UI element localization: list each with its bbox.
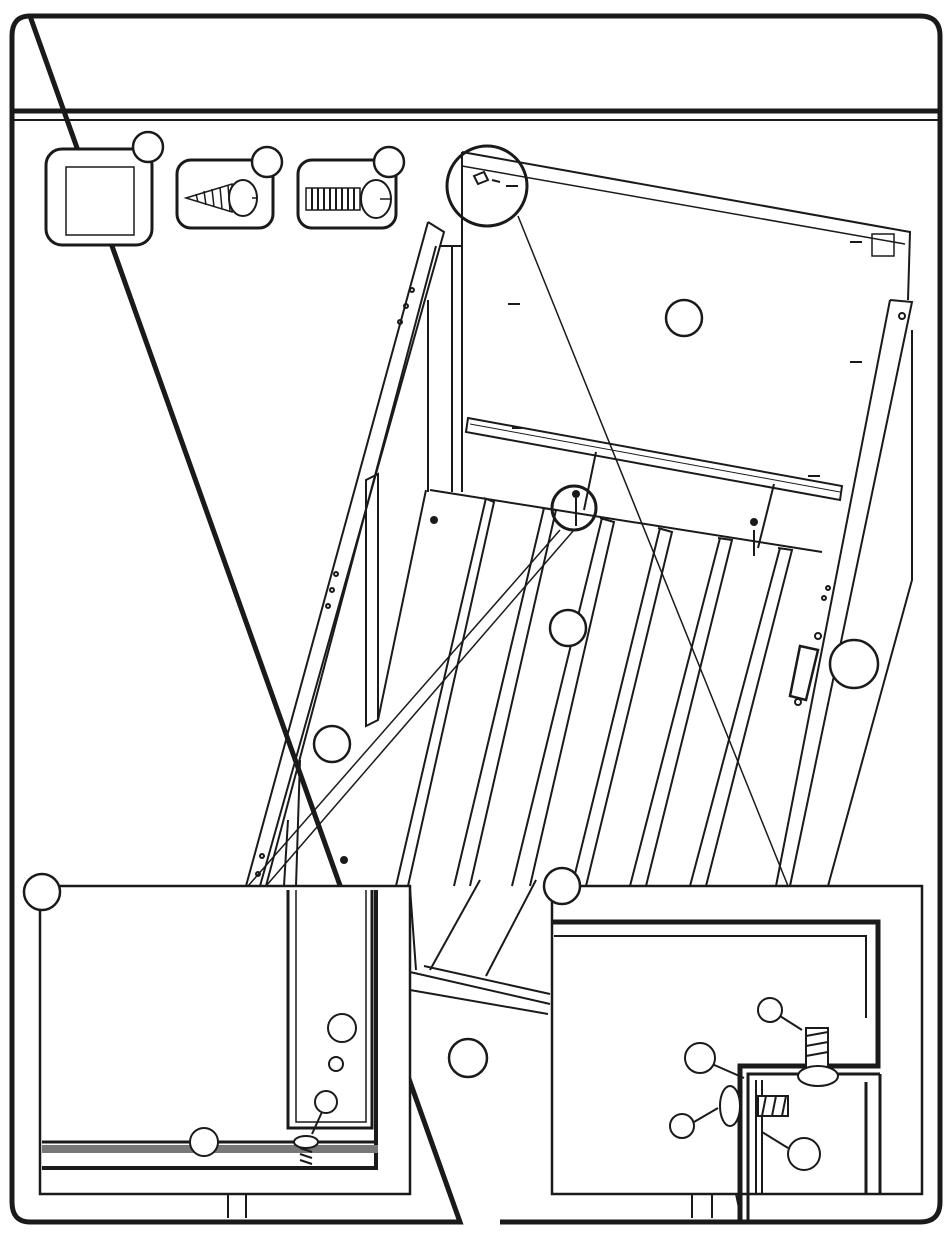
detail-leaders <box>248 146 788 886</box>
tapping-screw-part <box>177 147 282 228</box>
back-panel <box>462 152 910 500</box>
panel-part <box>46 132 163 245</box>
detail-b-panel-badge <box>685 1043 715 1073</box>
part-number-badge <box>252 147 282 177</box>
detail-b-screw-top-badge <box>758 998 782 1022</box>
right-side-badge <box>830 640 878 688</box>
part-number-badge <box>133 132 163 162</box>
part-number-badge <box>374 147 404 177</box>
parts-legend <box>46 132 404 245</box>
floor-panel-badge <box>550 610 586 646</box>
detail-a-badge <box>24 874 60 910</box>
front-panel-badge <box>449 1039 487 1077</box>
machine-screw-part <box>298 147 404 228</box>
detail-a-floor-badge <box>190 1128 218 1156</box>
left-side-badge <box>314 726 350 762</box>
detail-b-badge <box>544 868 580 904</box>
detail-a-part-badge <box>328 1014 356 1042</box>
right-side-panel <box>776 300 912 886</box>
detail-a-screw-badge <box>315 1091 337 1113</box>
detail-b-screw-side-badge <box>670 1114 694 1138</box>
corner-bracket <box>872 234 894 256</box>
back-panel-badge <box>666 300 702 336</box>
detail-view-top-corner <box>544 868 922 1222</box>
detail-view-floor-screw <box>24 874 410 1218</box>
detail-b-side-badge <box>788 1138 820 1170</box>
